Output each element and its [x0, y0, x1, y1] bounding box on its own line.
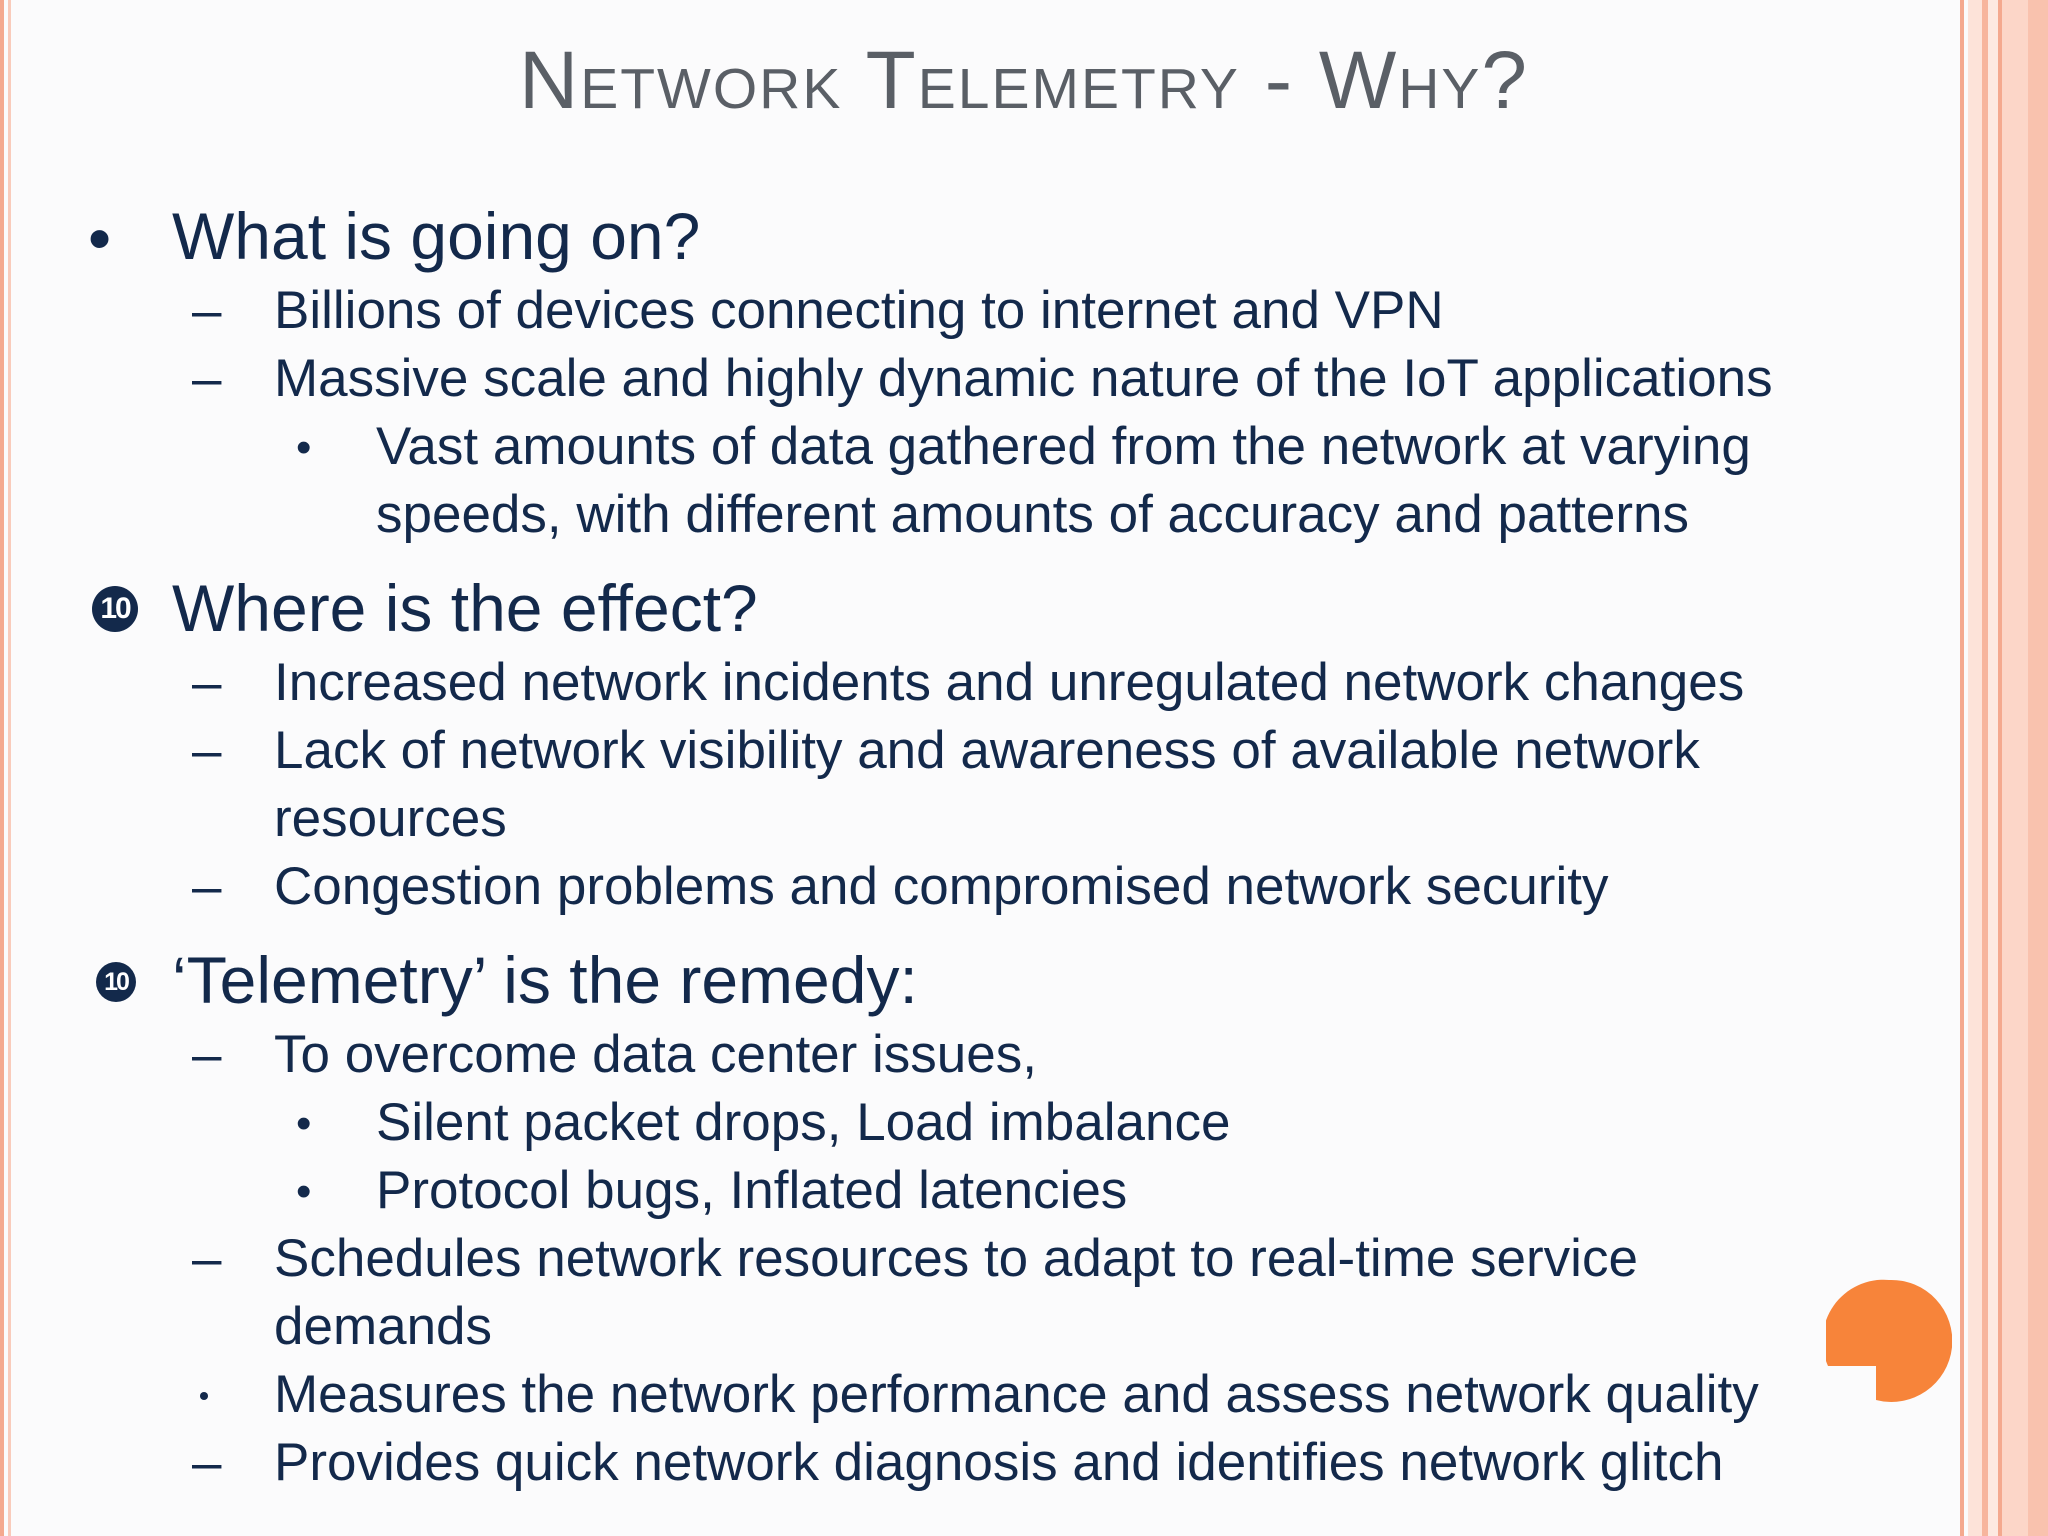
dash-mark: – [192, 653, 222, 712]
bullet-icon: • [88, 201, 112, 275]
sub-bullet-icon: • [296, 423, 312, 472]
slide-title: Network Telemetry - Why? [518, 35, 1530, 126]
numbered-bullet-icon: 10 [96, 962, 136, 1002]
dash-mark: – [192, 1433, 222, 1492]
list-item: Increased network incidents and unregula… [274, 653, 1745, 712]
left-border [0, 0, 4, 1536]
list-item: Provides quick network diagnosis and ide… [274, 1433, 1724, 1492]
right-stripe [1960, 0, 1964, 1536]
section-heading: Where is the effect? [172, 571, 758, 645]
dash-mark: – [192, 857, 222, 916]
small-bullet-icon [200, 1392, 208, 1400]
list-item: demands [274, 1297, 493, 1356]
list-item: Congestion problems and compromised netw… [274, 857, 1609, 916]
sub-list-item: Silent packet drops, Load imbalance [376, 1093, 1231, 1152]
right-stripe [1988, 0, 1998, 1536]
dash-mark: – [192, 1229, 222, 1288]
list-item: resources [274, 789, 507, 848]
right-stripe [2028, 0, 2048, 1536]
left-border-inner [8, 0, 11, 1536]
right-stripe [1998, 0, 2002, 1536]
right-stripe [1968, 0, 1982, 1536]
section-heading: What is going on? [172, 199, 701, 273]
right-stripe [1982, 0, 1988, 1536]
dash-mark: – [192, 721, 222, 780]
sub-list-item: Protocol bugs, Inflated latencies [376, 1161, 1128, 1220]
list-item: Billions of devices connecting to intern… [274, 281, 1444, 340]
sub-bullet-icon: • [296, 1167, 312, 1216]
sub-bullet-icon: • [296, 1099, 312, 1148]
dash-mark: – [192, 281, 222, 340]
list-item: Measures the network performance and ass… [274, 1365, 1759, 1424]
dash-mark: – [192, 1025, 222, 1084]
section-heading: ‘Telemetry’ is the remedy: [172, 943, 918, 1017]
right-stripe [2002, 0, 2028, 1536]
list-item: Massive scale and highly dynamic nature … [274, 349, 1773, 408]
list-item: To overcome data center issues, [274, 1025, 1037, 1084]
list-item: Schedules network resources to adapt to … [274, 1229, 1638, 1288]
sub-list-item: Vast amounts of data gathered from the n… [376, 417, 1751, 476]
dash-mark: – [192, 349, 222, 408]
orange-circle-decoration [1826, 1279, 1952, 1402]
sub-list-item: speeds, with different amounts of accura… [376, 485, 1689, 544]
list-item: Lack of network visibility and awareness… [274, 721, 1700, 780]
numbered-bullet-icon: 10 [92, 586, 138, 632]
